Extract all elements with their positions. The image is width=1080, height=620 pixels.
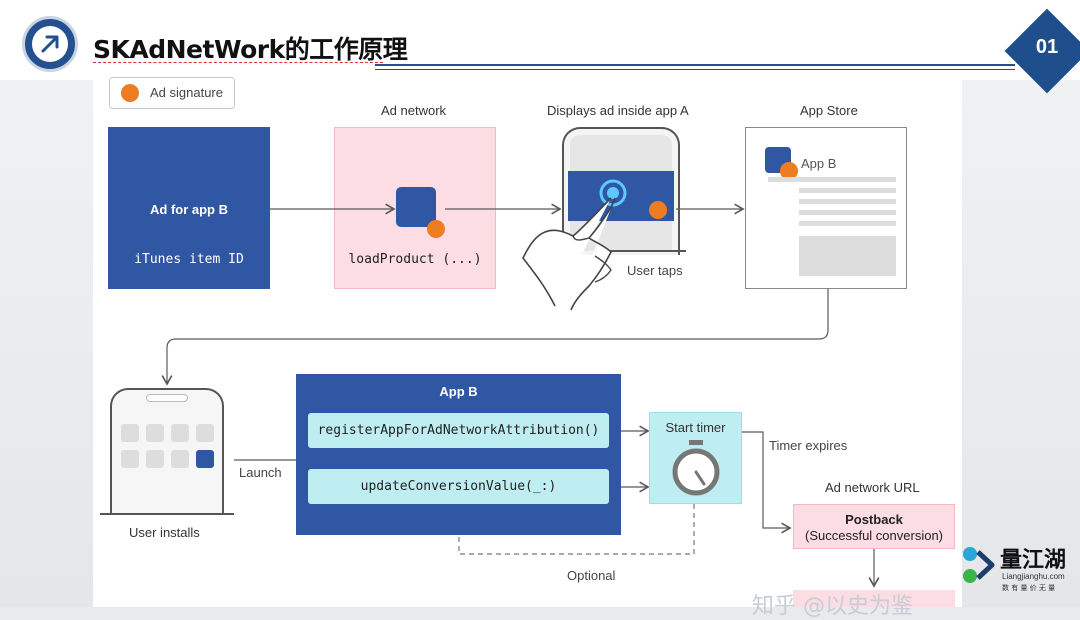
phone-base-line [100,513,234,515]
brand-name: 量江湖 [1000,548,1067,573]
header-rule [375,64,1015,66]
slide-header: SKAdNetWork的工作原理 [0,0,1080,80]
next-step-box [793,590,955,607]
phone-notch [146,394,188,402]
listing-screenshot [799,236,896,276]
spellcheck-underline [93,62,383,63]
brand-slogan: 数 有 量 价 无 量 [1002,584,1056,592]
brand-mark-icon [963,547,995,583]
listing-line [799,210,896,215]
user-taps-caption: User taps [627,263,683,278]
page-title: SKAdNetWork的工作原理 [93,35,408,64]
listing-line [799,199,896,204]
ad-signature-dot-icon [780,162,798,180]
brand-domain: Liangjianghu.com [1002,572,1065,581]
user-installs-caption: User installs [129,525,200,540]
app-store-app-name: App B [801,156,837,171]
register-call-box [308,413,609,448]
display-heading: Displays ad inside app A [547,103,689,118]
app-grid-icon [121,424,139,442]
ad-signature-dot-icon [649,201,667,219]
start-timer-label: Start timer [665,420,726,435]
phone-home-line [608,250,686,252]
app-grid-icon [121,450,139,468]
ad-signature-dot-icon [427,220,445,238]
listing-line [799,188,896,193]
stopwatch-icon [672,440,720,496]
hand-tap-icon [522,179,627,311]
postback-subtitle: (Successful conversion) [805,528,943,543]
installed-app-b-icon [196,450,214,468]
ad-signature-dot-icon [121,84,139,102]
listing-line [768,177,896,182]
ad-for-app-subtitle: iTunes item ID [134,252,244,267]
app-b-title: App B [439,384,478,399]
launch-label: Launch [239,465,282,480]
load-product-code: loadProduct (...) [348,252,482,267]
brand-logo: 量江湖 Liangjianghu.com 数 有 量 价 无 量 [960,540,1080,607]
ad-for-app-title: Ad for app B [150,202,228,217]
postback-title: Postback [845,512,903,527]
ad-for-app-box [108,127,270,289]
app-store-heading: App Store [800,103,858,118]
register-call-code: registerAppForAdNetworkAttribution() [317,423,600,438]
ad-product-square-icon [396,187,436,227]
flow-connectors [161,203,880,588]
app-b-container [296,374,621,535]
app-grid-icon [171,450,189,468]
app-grid-icon [171,424,189,442]
timer-expires-label: Timer expires [769,438,848,453]
update-call-box [308,469,609,504]
postback-box [793,504,955,549]
ad-network-heading: Ad network [381,103,447,118]
app-grid-icon [146,424,164,442]
zhihu-watermark: 知乎 @以史为鉴 [752,594,913,619]
update-call-code: updateConversionValue(_:) [360,479,557,494]
legend-label: Ad signature [150,85,223,100]
page-number: 01 [1035,36,1059,58]
app-grid-icon [146,450,164,468]
header-rule-thin [375,69,1015,70]
arrow-logo-icon [22,16,78,72]
optional-label: Optional [567,568,616,583]
listing-line [799,221,896,226]
app-grid-icon [196,424,214,442]
ad-network-url-heading: Ad network URL [825,480,920,495]
